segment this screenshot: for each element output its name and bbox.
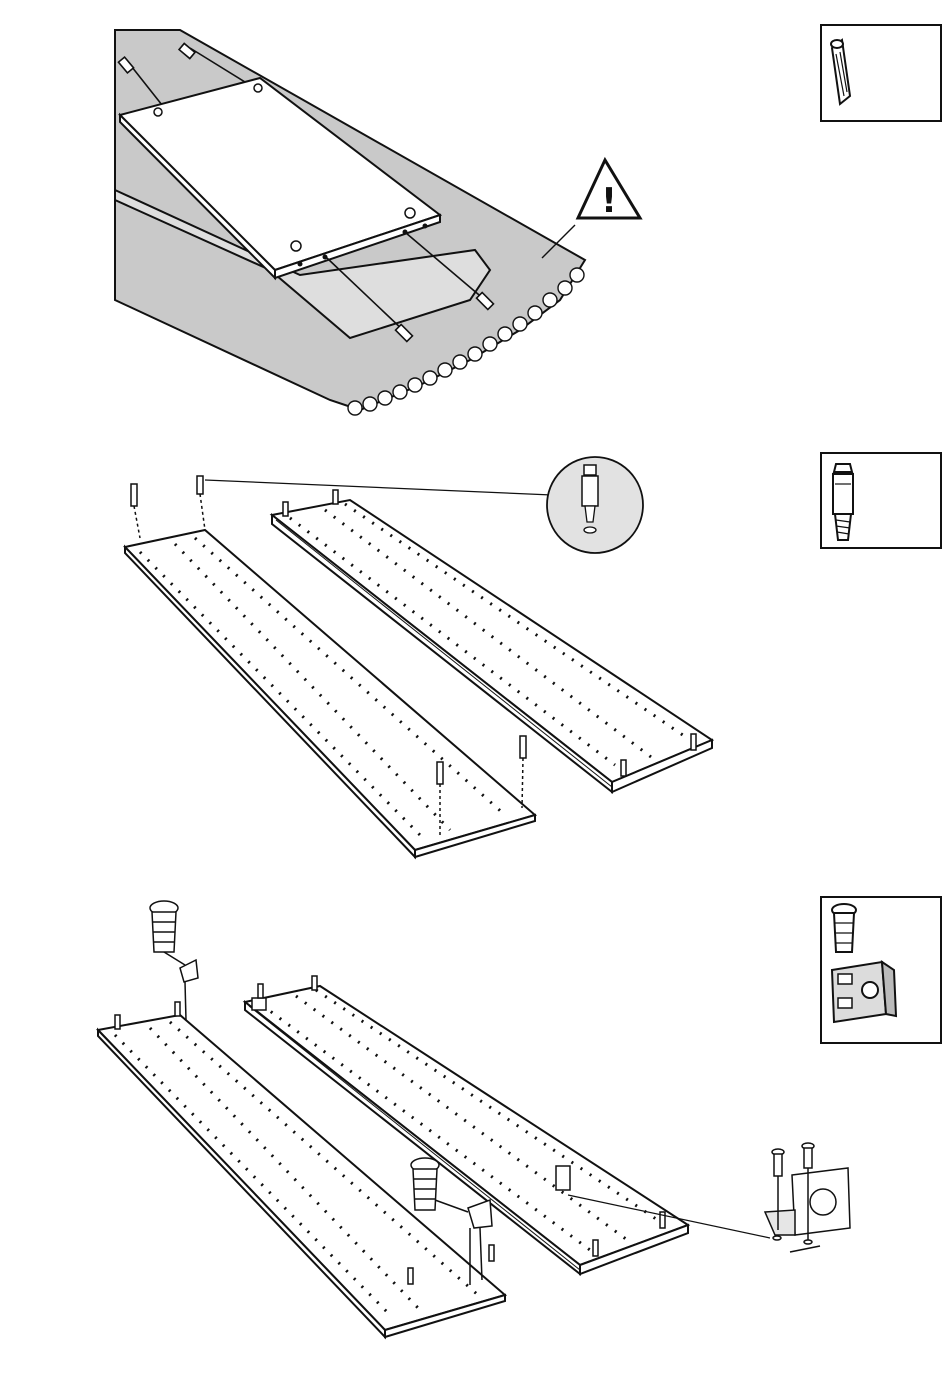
step-3-illustration (0, 890, 950, 1360)
cam-bolt-icon (822, 454, 940, 547)
part-box-dowel (820, 24, 942, 122)
expansion-plug-upper (150, 901, 198, 1020)
side-panel-left (125, 530, 535, 857)
angle-bracket-icon (822, 898, 940, 1042)
bracket-on-panel (252, 998, 266, 1010)
bracket-on-panel (556, 1166, 570, 1190)
part-box-plug-bracket (820, 896, 942, 1044)
bracket-screw-detail-icon (765, 1143, 850, 1252)
warning-icon: ! (578, 160, 640, 221)
step-2-insert-cam-bolts (0, 440, 950, 870)
step-1-protect-surface: ! (0, 0, 950, 430)
warning-symbol: ! (601, 181, 617, 221)
step-2-illustration (0, 440, 950, 870)
step-1-illustration: ! (0, 0, 950, 430)
callout-leader (205, 480, 552, 495)
step-3-fit-brackets (0, 890, 950, 1360)
part-box-cam-bolt (820, 452, 942, 549)
side-panel-left (98, 1015, 505, 1337)
cam-bolt-detail-icon (547, 457, 643, 553)
wooden-dowel-icon (822, 26, 940, 120)
